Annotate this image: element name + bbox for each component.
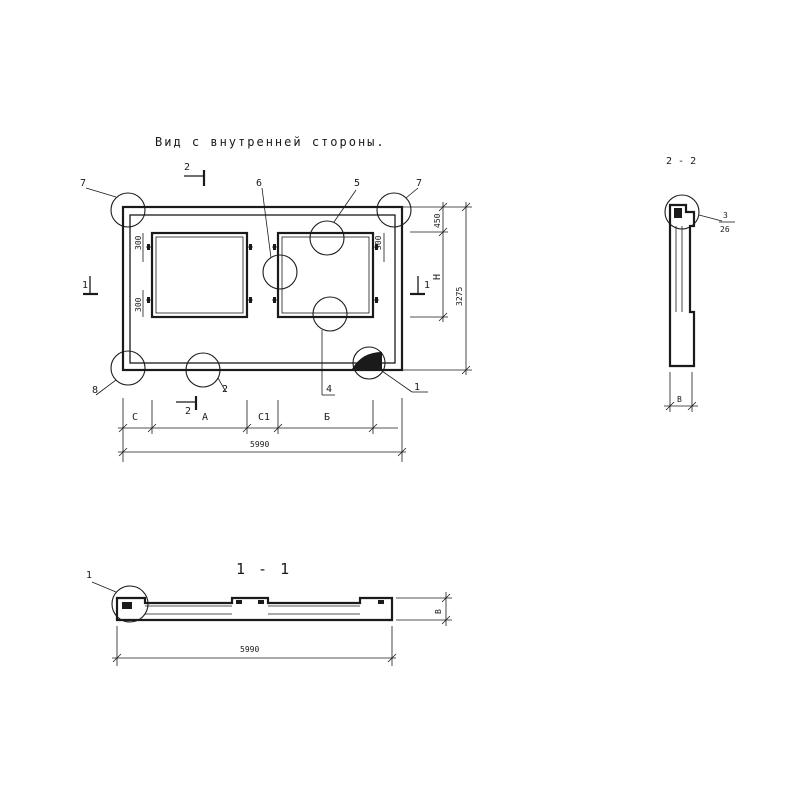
callout-circle-7-right [376, 192, 412, 228]
section-2-2-callout-den: 26 [720, 225, 730, 234]
section-2-2-callout-num: 3 [723, 211, 728, 220]
callout-circle-1 [352, 346, 386, 380]
dim-450: 450 [433, 213, 442, 228]
dim-300-left-bottom: 300 [134, 297, 143, 312]
window-opening-right [272, 231, 379, 319]
svg-text:2: 2 [185, 406, 191, 417]
section-2-2-callout-circle [664, 194, 700, 230]
horizontal-dimensions: C A C1 Б 5990 [118, 398, 407, 462]
dim-3275: 3275 [455, 287, 464, 306]
callout-label-4: 4 [326, 384, 332, 395]
panel-inner-rib [129, 214, 396, 364]
corner-detail-hatch [352, 352, 382, 369]
callout-circle-8 [110, 350, 146, 386]
dim-300-right: 300 [374, 235, 383, 250]
section-1-1-dim-5990: 5990 [240, 645, 259, 654]
callout-circle-6 [262, 254, 298, 290]
section-1-1-dim-b: B [434, 609, 443, 614]
panel-outline [121, 205, 404, 372]
dim-300-left-top: 300 [134, 235, 143, 250]
svg-text:1: 1 [424, 280, 430, 291]
window-opening-left [146, 231, 253, 319]
svg-text:1: 1 [82, 280, 88, 291]
main-view: Вид с внутренней стороны. [80, 135, 472, 462]
callout-label-7-right: 7 [416, 178, 422, 189]
section-1-1: 1 - 1 1 B 5990 [86, 560, 452, 666]
callout-label-2: 2 [222, 384, 228, 395]
callout-circle-4 [312, 296, 348, 332]
dim-A: A [202, 412, 208, 423]
section-1-1-callout-circle [111, 585, 149, 623]
section-1-1-title: 1 - 1 [236, 560, 291, 578]
callout-label-5: 5 [354, 178, 360, 189]
section-2-2-dim-b: B [677, 395, 682, 404]
section-1-1-callout: 1 [86, 570, 92, 581]
section-mark-2-top: 2 [184, 162, 206, 186]
dim-5990-main: 5990 [250, 440, 269, 449]
section-mark-2-bottom: 2 [176, 396, 198, 417]
vertical-dimensions: 450 H 3275 [402, 202, 472, 375]
dim-B: Б [324, 412, 330, 423]
svg-text:2: 2 [184, 162, 190, 173]
callout-circle-5 [309, 220, 345, 256]
section-mark-1-right: 1 [410, 276, 430, 296]
dim-H: H [432, 274, 443, 280]
callout-circle-2 [185, 352, 221, 388]
section-mark-1-left: 1 [82, 276, 98, 296]
dim-C1: C1 [258, 412, 270, 423]
section-2-2-profile [668, 203, 696, 368]
callout-label-1: 1 [414, 382, 420, 393]
section-2-2-title: 2 - 2 [666, 156, 696, 167]
dim-C: C [132, 412, 138, 423]
section-2-2: 2 - 2 3 26 B [664, 156, 735, 412]
callout-circle-7-left [110, 192, 146, 228]
main-view-title: Вид с внутренней стороны. [155, 135, 386, 149]
callout-label-6: 6 [256, 178, 262, 189]
section-1-1-profile [115, 596, 394, 622]
callout-label-8: 8 [92, 385, 98, 396]
callout-label-7-left: 7 [80, 178, 86, 189]
